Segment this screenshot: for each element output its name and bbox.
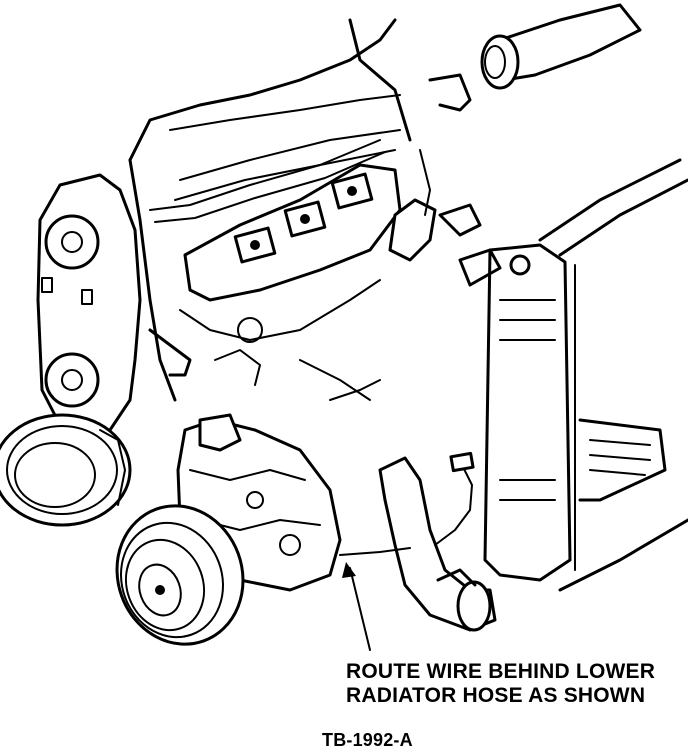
radiator <box>458 158 688 592</box>
callout-line-2: RADIATOR HOSE AS SHOWN <box>346 684 646 707</box>
lower-radiator-hose <box>378 456 497 632</box>
callout-line-1: ROUTE WIRE BEHIND LOWER <box>346 660 656 683</box>
upper-radiator-hose <box>428 3 642 112</box>
engine-lower-block <box>148 279 381 401</box>
routed-wire <box>339 451 475 556</box>
callout-text: ROUTE WIRE BEHIND LOWER RADIATOR HOSE AS… <box>346 660 676 708</box>
thermostat-housing <box>388 149 482 262</box>
crank-pulley <box>0 413 132 527</box>
figure-id: TB-1992-A <box>322 730 413 750</box>
timing-cover <box>36 173 142 432</box>
callout-leader <box>342 562 371 651</box>
engine-block <box>128 18 412 402</box>
compressor-clutch-pulley <box>115 504 245 646</box>
exhaust-manifold <box>149 139 402 302</box>
